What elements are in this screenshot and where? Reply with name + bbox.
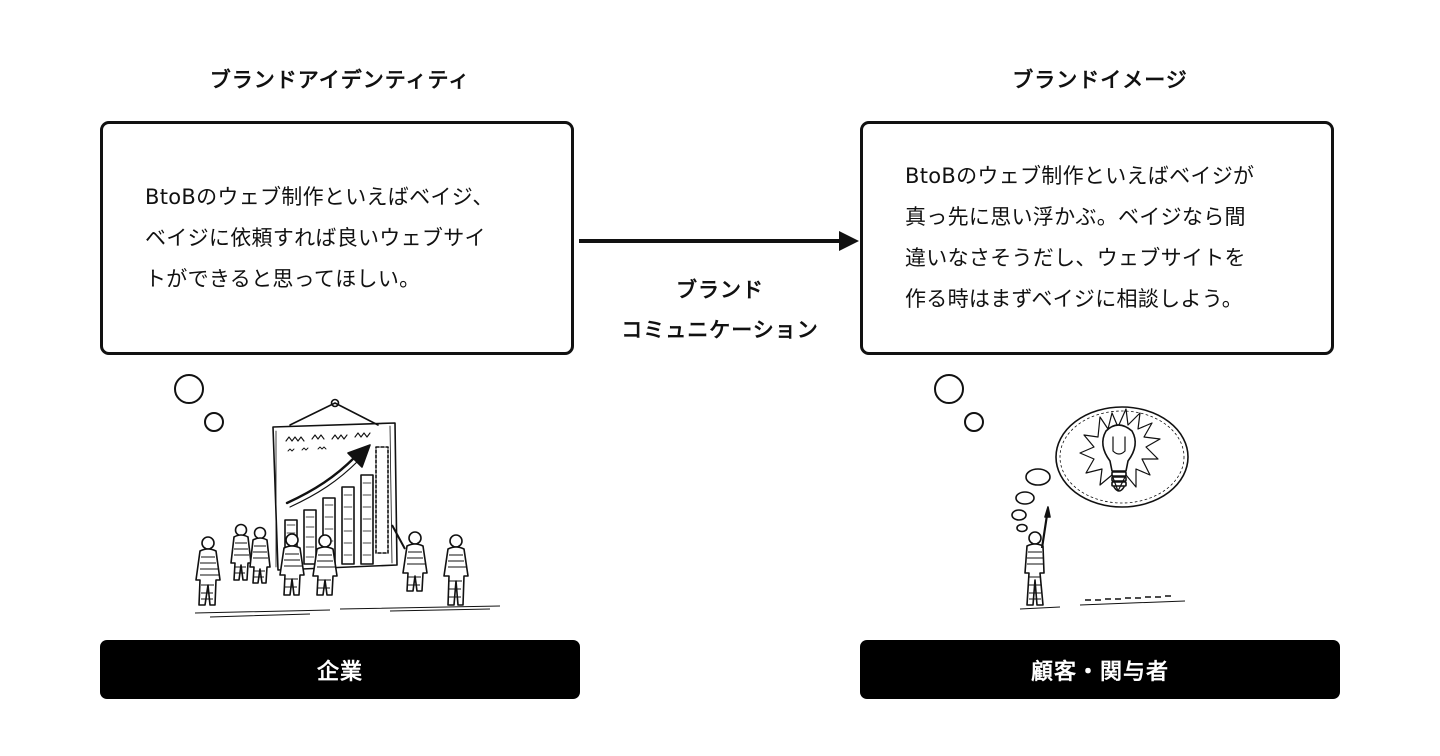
connector-arrow-line — [579, 239, 841, 243]
brand-image-text: BtoBのウェブ制作といえばベイジが 真っ先に思い浮かぶ。ベイジなら間 違いなさ… — [863, 156, 1284, 320]
brand-image-heading: ブランドイメージ — [1012, 68, 1188, 92]
person-lightbulb-idea-icon — [1011, 406, 1189, 610]
brand-image-box: BtoBのウェブ制作といえばベイジが 真っ先に思い浮かぶ。ベイジなら間 違いなさ… — [860, 121, 1334, 355]
customer-label: 顧客・関与者 — [1030, 659, 1169, 685]
brand-communication-line-2: コミュニケーション — [621, 318, 819, 342]
brand-image-line-1: BtoBのウェブ制作といえばベイジが — [905, 164, 1255, 188]
brand-image-line-2: 真っ先に思い浮かぶ。ベイジなら間 — [905, 205, 1246, 229]
brand-identity-box: BtoBのウェブ制作といえばベイジ、 ベイジに依頼すれば良いウェブサイ トができ… — [100, 121, 574, 355]
company-label: 企業 — [316, 659, 363, 685]
brand-communication-line-1: ブランド — [676, 278, 764, 302]
thought-bubble-small-right — [964, 412, 984, 432]
customer-label-bar: 顧客・関与者 — [860, 640, 1340, 699]
company-label-bar: 企業 — [100, 640, 580, 699]
brand-communication-label: ブランド コミュニケーション — [580, 270, 860, 350]
connector-arrow-head-icon — [839, 231, 859, 251]
thought-bubble-small-left — [204, 412, 224, 432]
brand-identity-heading: ブランドアイデンティティ — [209, 68, 471, 92]
brand-identity-text: BtoBのウェブ制作といえばベイジ、 ベイジに依頼すれば良いウェブサイ トができ… — [103, 177, 524, 300]
brand-image-line-4: 作る時はまずベイジに相談しよう。 — [905, 287, 1244, 311]
thought-bubble-large-left — [174, 374, 204, 404]
thought-bubble-large-right — [934, 374, 964, 404]
presentation-chart-people-icon — [194, 398, 501, 618]
brand-identity-line-3: トができると思ってほしい。 — [145, 266, 421, 291]
brand-identity-line-1: BtoBのウェブ制作といえばベイジ、 — [145, 184, 494, 209]
brand-identity-line-2: ベイジに依頼すれば良いウェブサイ — [145, 225, 486, 250]
brand-image-line-3: 違いなさそうだし、ウェブサイトを — [905, 246, 1246, 270]
